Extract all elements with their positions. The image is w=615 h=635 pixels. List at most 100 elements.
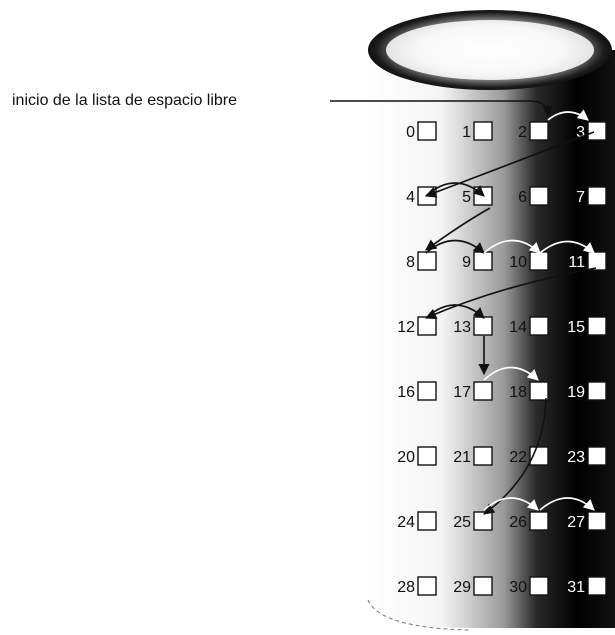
block-19-number: 19	[567, 384, 585, 401]
link-26-to-27	[539, 497, 595, 511]
block-10: 10	[509, 251, 549, 271]
block-18: 18	[509, 381, 549, 401]
head-pointer-arrow	[330, 100, 554, 118]
link-11-to-12	[424, 267, 597, 320]
block-3-number: 3	[576, 124, 585, 141]
block-4-number: 4	[406, 189, 415, 206]
disk-top-highlight	[386, 20, 594, 80]
link-18-to-25	[483, 397, 547, 515]
block-20-number: 20	[397, 449, 415, 466]
block-5-number: 5	[462, 189, 471, 206]
block-17: 17	[453, 381, 493, 401]
block-9-number: 9	[462, 254, 471, 271]
link-17-to-18	[483, 366, 539, 381]
block-25: 25	[453, 511, 493, 531]
block-26: 26	[509, 511, 549, 531]
block-0-box	[417, 121, 437, 141]
block-2-number: 2	[518, 124, 527, 141]
disk-bottom-edge	[367, 599, 471, 631]
block-29: 29	[453, 576, 493, 596]
block-24-box	[417, 511, 437, 531]
block-4: 4	[406, 186, 437, 206]
block-12-box	[417, 316, 437, 336]
block-31-box	[587, 576, 607, 596]
block-9: 9	[462, 251, 493, 271]
link-3-to-4	[424, 131, 595, 198]
block-9-box	[473, 251, 493, 271]
block-19: 19	[567, 381, 607, 401]
block-21-number: 21	[453, 449, 471, 466]
block-16: 16	[397, 381, 437, 401]
block-11-number: 11	[568, 254, 585, 271]
block-16-number: 16	[397, 384, 415, 401]
block-10-box	[529, 251, 549, 271]
block-3-box	[587, 121, 607, 141]
block-19-box	[587, 381, 607, 401]
block-7-number: 7	[576, 189, 585, 206]
block-14: 14	[509, 316, 549, 336]
block-31-number: 31	[567, 579, 585, 596]
block-23-number: 23	[567, 449, 585, 466]
block-7-box	[587, 186, 607, 206]
block-26-box	[529, 511, 549, 531]
block-28-number: 28	[397, 579, 415, 596]
block-28: 28	[397, 576, 437, 596]
block-31: 31	[567, 576, 607, 596]
block-13-box	[473, 316, 493, 336]
block-8-box	[417, 251, 437, 271]
block-6: 6	[518, 186, 549, 206]
block-17-number: 17	[453, 384, 471, 401]
block-24-number: 24	[397, 514, 415, 531]
block-15-box	[587, 316, 607, 336]
block-2: 2	[518, 121, 549, 141]
block-7: 7	[576, 186, 607, 206]
block-20: 20	[397, 446, 437, 466]
block-24: 24	[397, 511, 437, 531]
block-13-number: 13	[453, 319, 471, 336]
block-23-box	[587, 446, 607, 466]
block-20-box	[417, 446, 437, 466]
block-27-number: 27	[567, 514, 585, 531]
block-26-number: 26	[509, 514, 527, 531]
block-22-number: 22	[509, 449, 527, 466]
block-21: 21	[453, 446, 493, 466]
free-list-links	[424, 109, 597, 515]
link-5-to-8	[425, 207, 491, 251]
link-2-to-3	[547, 109, 589, 121]
block-12: 12	[397, 316, 437, 336]
block-0-number: 0	[406, 124, 415, 141]
block-18-number: 18	[509, 384, 527, 401]
block-1-number: 1	[462, 124, 471, 141]
block-10-number: 10	[509, 254, 527, 271]
block-25-box	[473, 511, 493, 531]
block-8-number: 8	[406, 254, 415, 271]
block-18-box	[529, 381, 549, 401]
block-23: 23	[567, 446, 607, 466]
block-27: 27	[567, 511, 607, 531]
block-14-number: 14	[509, 319, 527, 336]
block-29-box	[473, 576, 493, 596]
link-12-to-13	[425, 304, 485, 319]
link-9-to-10	[483, 239, 541, 254]
block-15: 15	[567, 316, 607, 336]
block-27-box	[587, 511, 607, 531]
block-21-box	[473, 446, 493, 466]
block-1-box	[473, 121, 493, 141]
block-12-number: 12	[397, 319, 415, 336]
block-16-box	[417, 381, 437, 401]
link-25-to-26	[483, 497, 539, 511]
block-29-number: 29	[453, 579, 471, 596]
block-28-box	[417, 576, 437, 596]
block-3: 3	[576, 121, 607, 141]
block-11-box	[587, 251, 607, 271]
link-10-to-11	[539, 240, 595, 254]
block-1: 1	[462, 121, 493, 141]
free-list-head-label: inicio de la lista de espacio libre	[12, 92, 237, 109]
block-17-box	[473, 381, 493, 401]
link-8-to-9	[425, 239, 485, 254]
block-8: 8	[406, 251, 437, 271]
block-6-box	[529, 186, 549, 206]
block-30: 30	[509, 576, 549, 596]
